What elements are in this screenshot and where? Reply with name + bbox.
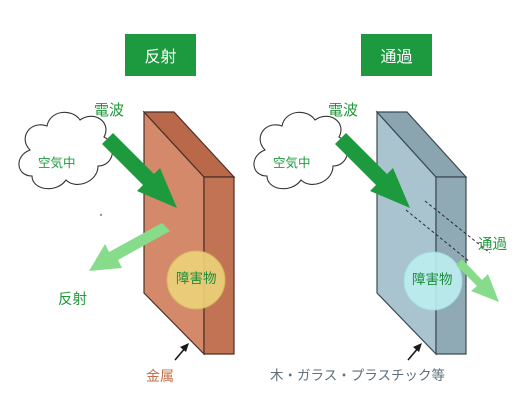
reflection-title-badge: 反射 xyxy=(125,34,196,76)
transmission-title: 通過 xyxy=(380,47,413,66)
transmission-title-badge: 通過 xyxy=(361,34,432,76)
dot xyxy=(99,213,103,217)
wave-path-dashed xyxy=(405,200,491,263)
pointer-arrow xyxy=(407,343,422,361)
transmission-panel xyxy=(253,110,499,361)
reflection-panel xyxy=(18,110,236,361)
material-label-metal: 金属 xyxy=(146,369,174,385)
transmitted-wave-arrow xyxy=(456,259,499,302)
cloud-label: 空気中 xyxy=(38,155,76,170)
incoming-wave-arrow xyxy=(102,133,177,208)
radio-wave-label: 電波 xyxy=(328,101,359,119)
obstacle-label: 障害物 xyxy=(412,272,453,288)
transmission-label: 通過 xyxy=(478,237,507,253)
obstacle-label: 障害物 xyxy=(176,271,217,287)
glass-block xyxy=(375,110,468,356)
cloud-shape xyxy=(253,111,349,190)
obstacle-circle xyxy=(403,251,463,311)
cloud-label: 空気中 xyxy=(273,155,311,170)
radio-wave-label: 電波 xyxy=(94,101,125,119)
cloud-shape xyxy=(18,111,114,190)
material-label-glass: 木・ガラス・プラスチック等 xyxy=(270,368,445,384)
pointer-arrow xyxy=(174,343,189,361)
obstacle-circle xyxy=(166,250,226,310)
reflection-title: 反射 xyxy=(144,47,177,66)
reflected-wave-arrow xyxy=(89,223,170,271)
reflection-label: 反射 xyxy=(58,292,87,308)
incoming-wave-arrow xyxy=(335,133,410,208)
